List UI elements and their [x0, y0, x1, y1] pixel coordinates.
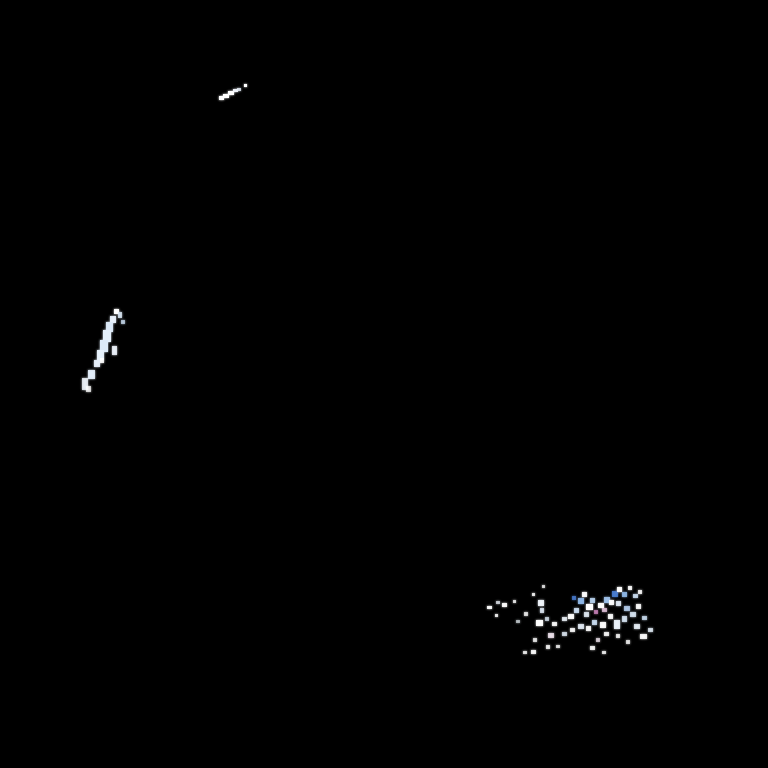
- detection-speck: [502, 603, 507, 607]
- detection-speck: [624, 606, 630, 611]
- detection-speck: [640, 634, 647, 639]
- detection-speck: [592, 620, 597, 625]
- detection-speck: [638, 590, 642, 594]
- detection-speck: [106, 322, 113, 332]
- detection-speck: [642, 616, 647, 620]
- detection-speck: [602, 608, 607, 612]
- canvas-title: Dark Field Capture: [0, 0, 1, 1]
- detection-speck: [604, 597, 610, 603]
- detection-speck: [552, 622, 557, 626]
- detection-speck: [100, 358, 104, 363]
- detection-speck: [602, 651, 606, 654]
- detection-speck: [538, 600, 544, 606]
- detection-speck: [614, 620, 620, 629]
- detection-speck: [586, 626, 591, 631]
- detection-speck: [616, 601, 621, 606]
- detection-speck: [118, 312, 122, 318]
- detection-speck: [582, 592, 587, 597]
- detection-speck: [532, 593, 535, 596]
- detection-speck: [630, 612, 636, 617]
- detection-speck: [633, 594, 638, 598]
- detection-speck: [228, 91, 234, 95]
- detection-speck: [622, 616, 627, 622]
- detection-speck: [598, 603, 604, 608]
- detection-speck: [244, 84, 247, 87]
- detection-group-upper-diagonal-streak: [219, 84, 247, 100]
- detection-speck: [82, 378, 88, 390]
- detection-speck: [568, 614, 574, 619]
- detection-speck: [604, 632, 609, 636]
- detection-speck: [223, 94, 229, 98]
- detection-speck: [97, 350, 104, 360]
- detection-speck: [523, 651, 527, 654]
- detection-speck: [536, 620, 543, 626]
- detection-speck: [648, 628, 653, 632]
- detection-speck: [112, 346, 117, 355]
- detection-speck: [533, 638, 537, 642]
- detection-speck: [94, 360, 100, 367]
- detection-speck: [548, 633, 554, 638]
- detection-speck: [562, 617, 567, 621]
- detection-speck: [634, 624, 640, 629]
- detection-speck: [110, 316, 116, 323]
- detection-speck: [524, 612, 528, 616]
- detection-speck: [233, 89, 238, 92]
- detection-group-left-elongated-streak: [82, 309, 125, 392]
- detection-speck: [545, 617, 549, 621]
- detection-speck: [114, 309, 119, 314]
- detection-speck: [622, 592, 627, 597]
- detection-group-lower-right-speck-cluster: [487, 585, 653, 654]
- detection-speck: [542, 585, 545, 588]
- detection-speck: [531, 650, 536, 654]
- detection-speck: [546, 645, 550, 649]
- detection-speck: [616, 634, 620, 638]
- detection-speck: [586, 604, 593, 610]
- detection-speck: [578, 598, 584, 604]
- detection-speck: [596, 638, 600, 642]
- detection-speck: [574, 608, 579, 613]
- detection-speck: [516, 620, 520, 623]
- detection-speck: [608, 614, 613, 619]
- detection-speck: [609, 600, 614, 605]
- detection-speck: [100, 340, 108, 352]
- detection-speck: [626, 640, 630, 644]
- detection-speck: [86, 386, 91, 392]
- detection-speck: [556, 645, 560, 648]
- detection-speck: [121, 320, 125, 324]
- detection-speck: [496, 601, 500, 604]
- detection-speck: [88, 370, 95, 379]
- detection-speck: [219, 96, 224, 100]
- detection-speck: [562, 632, 567, 636]
- detection-speck: [594, 610, 598, 614]
- detection-speck: [628, 586, 632, 590]
- detection-speck: [237, 88, 241, 91]
- detection-speck: [495, 614, 498, 617]
- detection-speck: [570, 628, 575, 632]
- detection-speck: [590, 646, 595, 650]
- detection-speck: [487, 606, 492, 609]
- detection-speck: [636, 604, 641, 609]
- detection-speck: [612, 591, 618, 597]
- detection-speck: [513, 600, 516, 603]
- detection-speck: [584, 612, 589, 617]
- detection-speck: [590, 598, 595, 603]
- detection-speck: [578, 624, 584, 629]
- detection-speck: [540, 608, 544, 613]
- detection-speck: [103, 330, 111, 342]
- detection-speck: [572, 596, 576, 600]
- detection-speck: [600, 622, 606, 628]
- detection-speck: [617, 587, 622, 592]
